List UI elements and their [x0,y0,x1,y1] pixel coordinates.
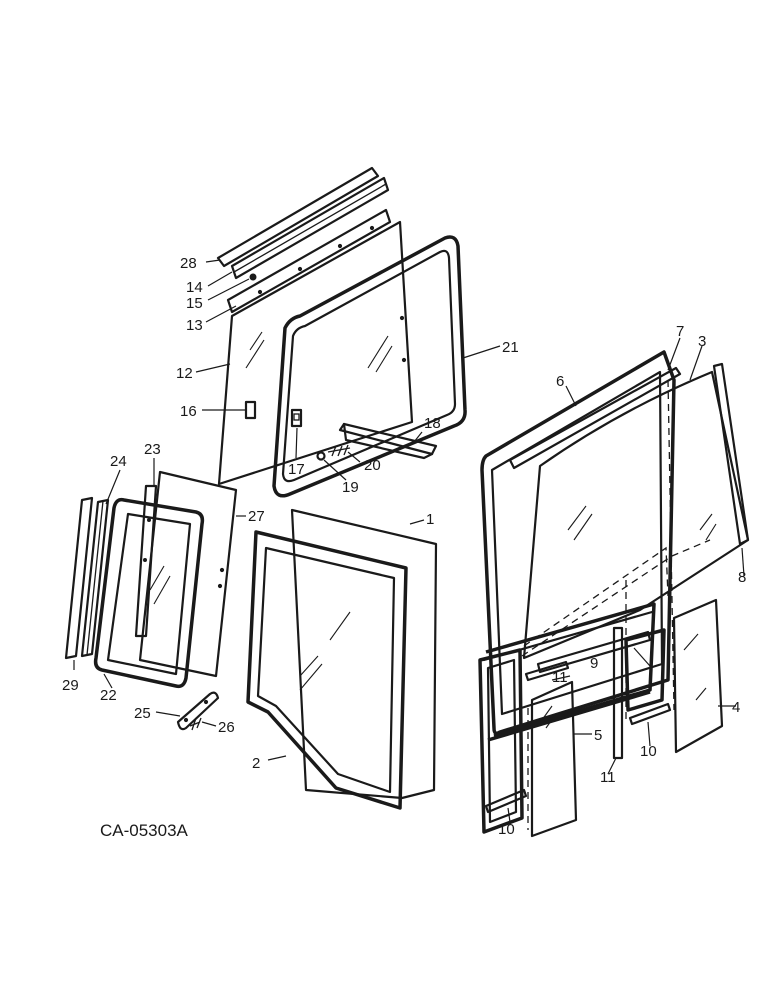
callout-26: 26 [218,719,235,736]
part-28-rail [216,166,380,268]
callout-28: 28 [180,255,197,272]
callout-10-right: 10 [640,743,657,760]
part-17-catch [290,408,303,428]
part-26-bolt [189,717,202,731]
part-14-channel [230,176,390,280]
callout-11-lower: 11 [600,769,616,786]
part-18-handle [338,422,438,460]
part-27-small-glass [138,470,238,678]
callout-9: 9 [590,655,598,672]
callout-27: 27 [248,508,265,525]
callout-8: 8 [738,569,746,586]
callout-18: 18 [424,415,441,432]
part-12-rear-glass [217,220,414,486]
callout-1: 1 [426,511,434,528]
part-2-door-frame [246,530,408,810]
callout-11-upper: 11 [552,669,568,686]
callout-6: 6 [556,373,564,390]
part-lower-right-frame [624,628,666,712]
callout-19: 19 [342,479,359,496]
part-15-bolt [249,273,257,281]
leader-lines [73,259,745,823]
part-1-door-glass [290,508,438,800]
callout-16: 16 [180,403,197,420]
callout-3: 3 [698,333,706,350]
part-21-seal-frame [272,235,467,498]
part-6-lower-frame [478,648,524,834]
part-3-windshield-glass [522,370,750,660]
part-3-dashed-outline [521,379,711,720]
part-10-strip-right [628,702,672,726]
callout-25: 25 [134,705,151,722]
callout-4: 4 [732,699,740,716]
part-6-windshield-frame [480,350,676,742]
part-22-small-frame [93,497,205,689]
callout-23: 23 [144,441,161,458]
part-7-strip [508,366,682,470]
part-5-lower-glass [527,680,578,838]
callout-13: 13 [186,317,203,334]
part-23-clip-strip [134,484,158,638]
part-24-guide-rail [80,498,110,658]
callout-29: 29 [62,677,79,694]
callout-17: 17 [288,461,305,478]
part-25-handle [176,691,220,731]
part-10-strip-left [484,788,528,814]
part-11-strip-left [524,660,570,682]
callout-12: 12 [176,365,193,382]
callout-21: 21 [502,339,519,356]
callout-2: 2 [252,755,260,772]
part-4-lower-glass [672,598,724,754]
callout-7: 7 [676,323,684,340]
callout-15: 15 [186,295,203,312]
part-8-side-strip [712,362,750,546]
part-19-washer [316,451,326,461]
drawing-code-label: CA-05303A [100,821,189,840]
callout-10-left: 10 [498,821,515,838]
callout-14: 14 [186,279,203,296]
callout-5: 5 [594,727,602,744]
callout-24: 24 [110,453,127,470]
callout-22: 22 [100,687,117,704]
part-29-side-strip [64,496,94,660]
callout-20: 20 [364,457,381,474]
part-13-strip [226,208,392,314]
part-20-spring [327,444,351,457]
part-11-strip-right [612,626,624,760]
part-16-latch [244,400,257,420]
